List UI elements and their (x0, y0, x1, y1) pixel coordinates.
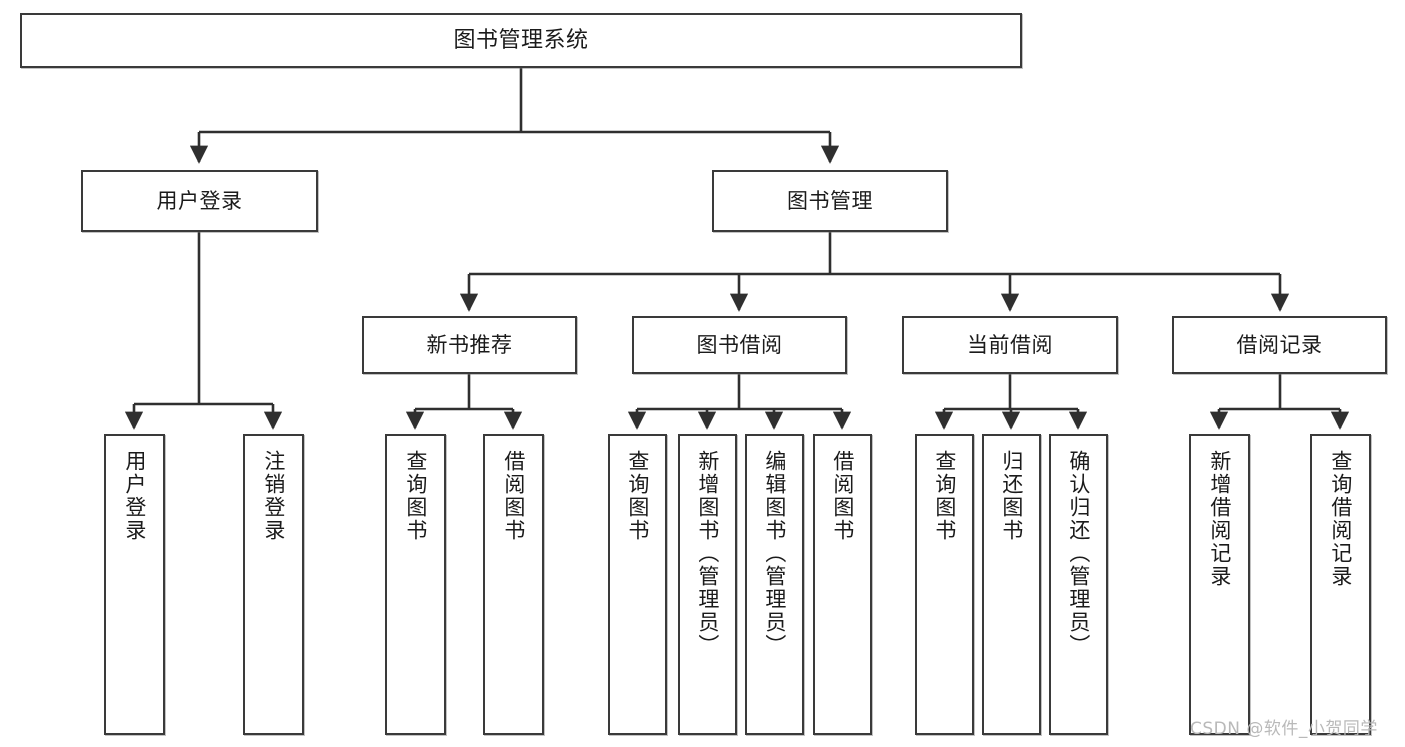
node-label: 借阅图书 (830, 450, 855, 542)
node-current-borrow[interactable]: 当前借阅 (902, 316, 1118, 374)
node-new-book-recommend[interactable]: 新书推荐 (362, 316, 577, 374)
node-label: 图书管理系统 (453, 27, 589, 53)
leaf-borrow-book-recommend[interactable]: 借阅图书 (483, 434, 544, 735)
node-label: 用户登录 (122, 450, 147, 542)
leaf-return-book[interactable]: 归还图书 (982, 434, 1041, 735)
leaf-add-book-admin[interactable]: 新增图书（管理员） (678, 434, 737, 735)
leaf-user-login[interactable]: 用户登录 (104, 434, 165, 735)
node-borrow-record[interactable]: 借阅记录 (1172, 316, 1387, 374)
node-book-borrow[interactable]: 图书借阅 (632, 316, 847, 374)
node-label: 查询图书 (932, 450, 957, 542)
leaf-add-borrow-record[interactable]: 新增借阅记录 (1189, 434, 1250, 735)
leaf-logout[interactable]: 注销登录 (243, 434, 304, 735)
node-label: 查询借阅记录 (1328, 450, 1353, 588)
node-label: 新书推荐 (426, 332, 513, 357)
leaf-query-book-borrow[interactable]: 查询图书 (608, 434, 667, 735)
leaf-query-borrow-record[interactable]: 查询借阅记录 (1310, 434, 1371, 735)
node-label: 图书借阅 (696, 332, 783, 357)
node-label: 用户登录 (156, 188, 243, 213)
node-label: 新增借阅记录 (1207, 450, 1232, 588)
node-label: 借阅记录 (1236, 332, 1323, 357)
node-label: 新增图书（管理员） (695, 450, 720, 657)
node-label: 查询图书 (403, 450, 428, 542)
node-label: 注销登录 (261, 450, 286, 542)
leaf-confirm-return-admin[interactable]: 确认归还（管理员） (1049, 434, 1108, 735)
node-label: 查询图书 (625, 450, 650, 542)
leaf-edit-book-admin[interactable]: 编辑图书（管理员） (745, 434, 804, 735)
node-label: 图书管理 (787, 188, 873, 213)
node-label: 编辑图书（管理员） (762, 450, 787, 657)
node-book-management[interactable]: 图书管理 (712, 170, 948, 232)
node-label: 归还图书 (999, 450, 1024, 542)
leaf-borrow-book[interactable]: 借阅图书 (813, 434, 872, 735)
node-label: 借阅图书 (501, 450, 526, 542)
leaf-query-book-recommend[interactable]: 查询图书 (385, 434, 446, 735)
node-label: 当前借阅 (967, 332, 1053, 357)
node-label: 确认归还（管理员） (1066, 450, 1091, 657)
leaf-query-book-current[interactable]: 查询图书 (915, 434, 974, 735)
node-user-login[interactable]: 用户登录 (81, 170, 318, 232)
node-root[interactable]: 图书管理系统 (20, 13, 1022, 68)
csdn-watermark: CSDN @软件_小贺同学 (1190, 719, 1378, 739)
